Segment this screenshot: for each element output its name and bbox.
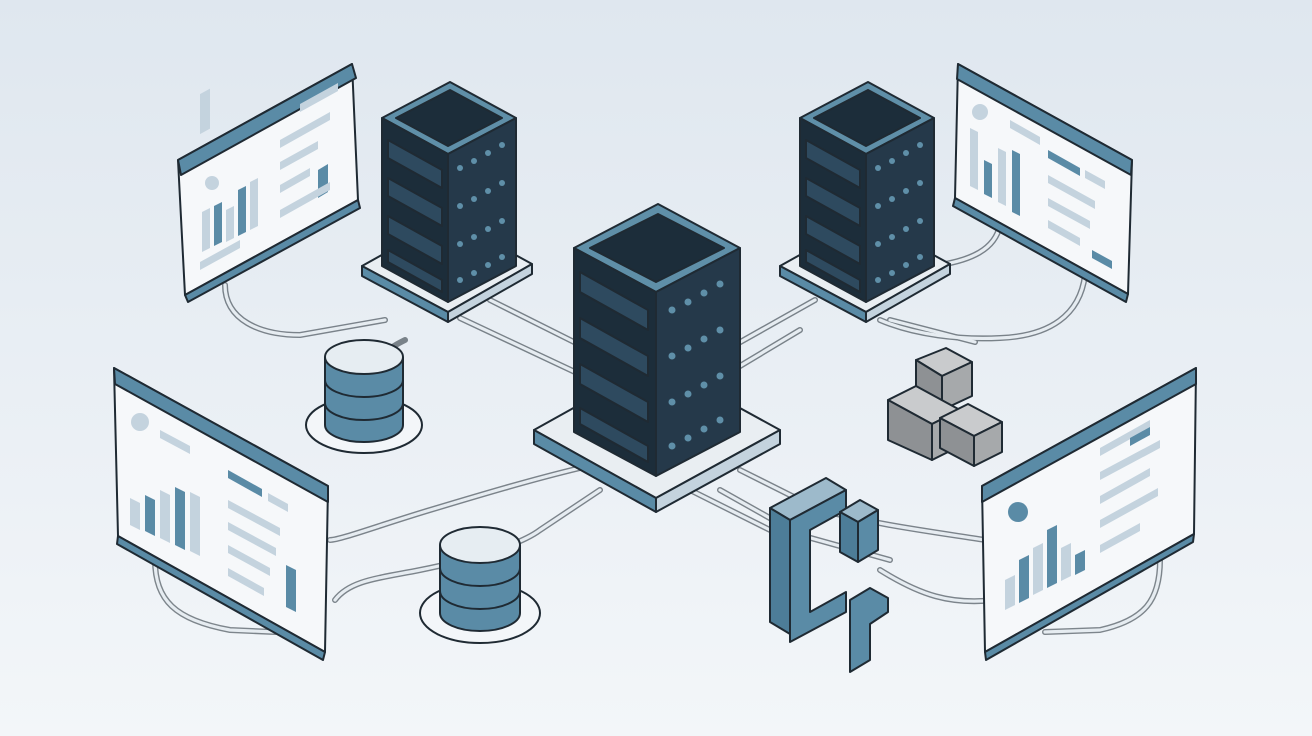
monitor-top-right-content	[970, 104, 1112, 269]
server-top-left-drives	[387, 139, 505, 293]
monitor-bottom-left	[113, 367, 329, 661]
monitor-top-right	[952, 63, 1133, 303]
server-center	[533, 203, 781, 513]
monitor-bottom-left-content	[130, 413, 296, 612]
monitor-bottom-right-content	[1005, 420, 1160, 610]
database-lower	[419, 526, 541, 644]
database-upper	[305, 339, 423, 454]
blue-bracket-shape	[769, 477, 889, 673]
server-center-drives	[579, 271, 724, 463]
server-top-right	[779, 81, 951, 323]
monitor-bottom-right	[981, 367, 1197, 661]
monitor-top-left	[177, 63, 361, 303]
monitor-top-left-content	[200, 83, 338, 270]
server-top-left	[361, 81, 533, 323]
gray-knot-shape	[887, 347, 1003, 467]
network-cables	[152, 222, 1163, 635]
server-top-right-drives	[805, 139, 923, 293]
